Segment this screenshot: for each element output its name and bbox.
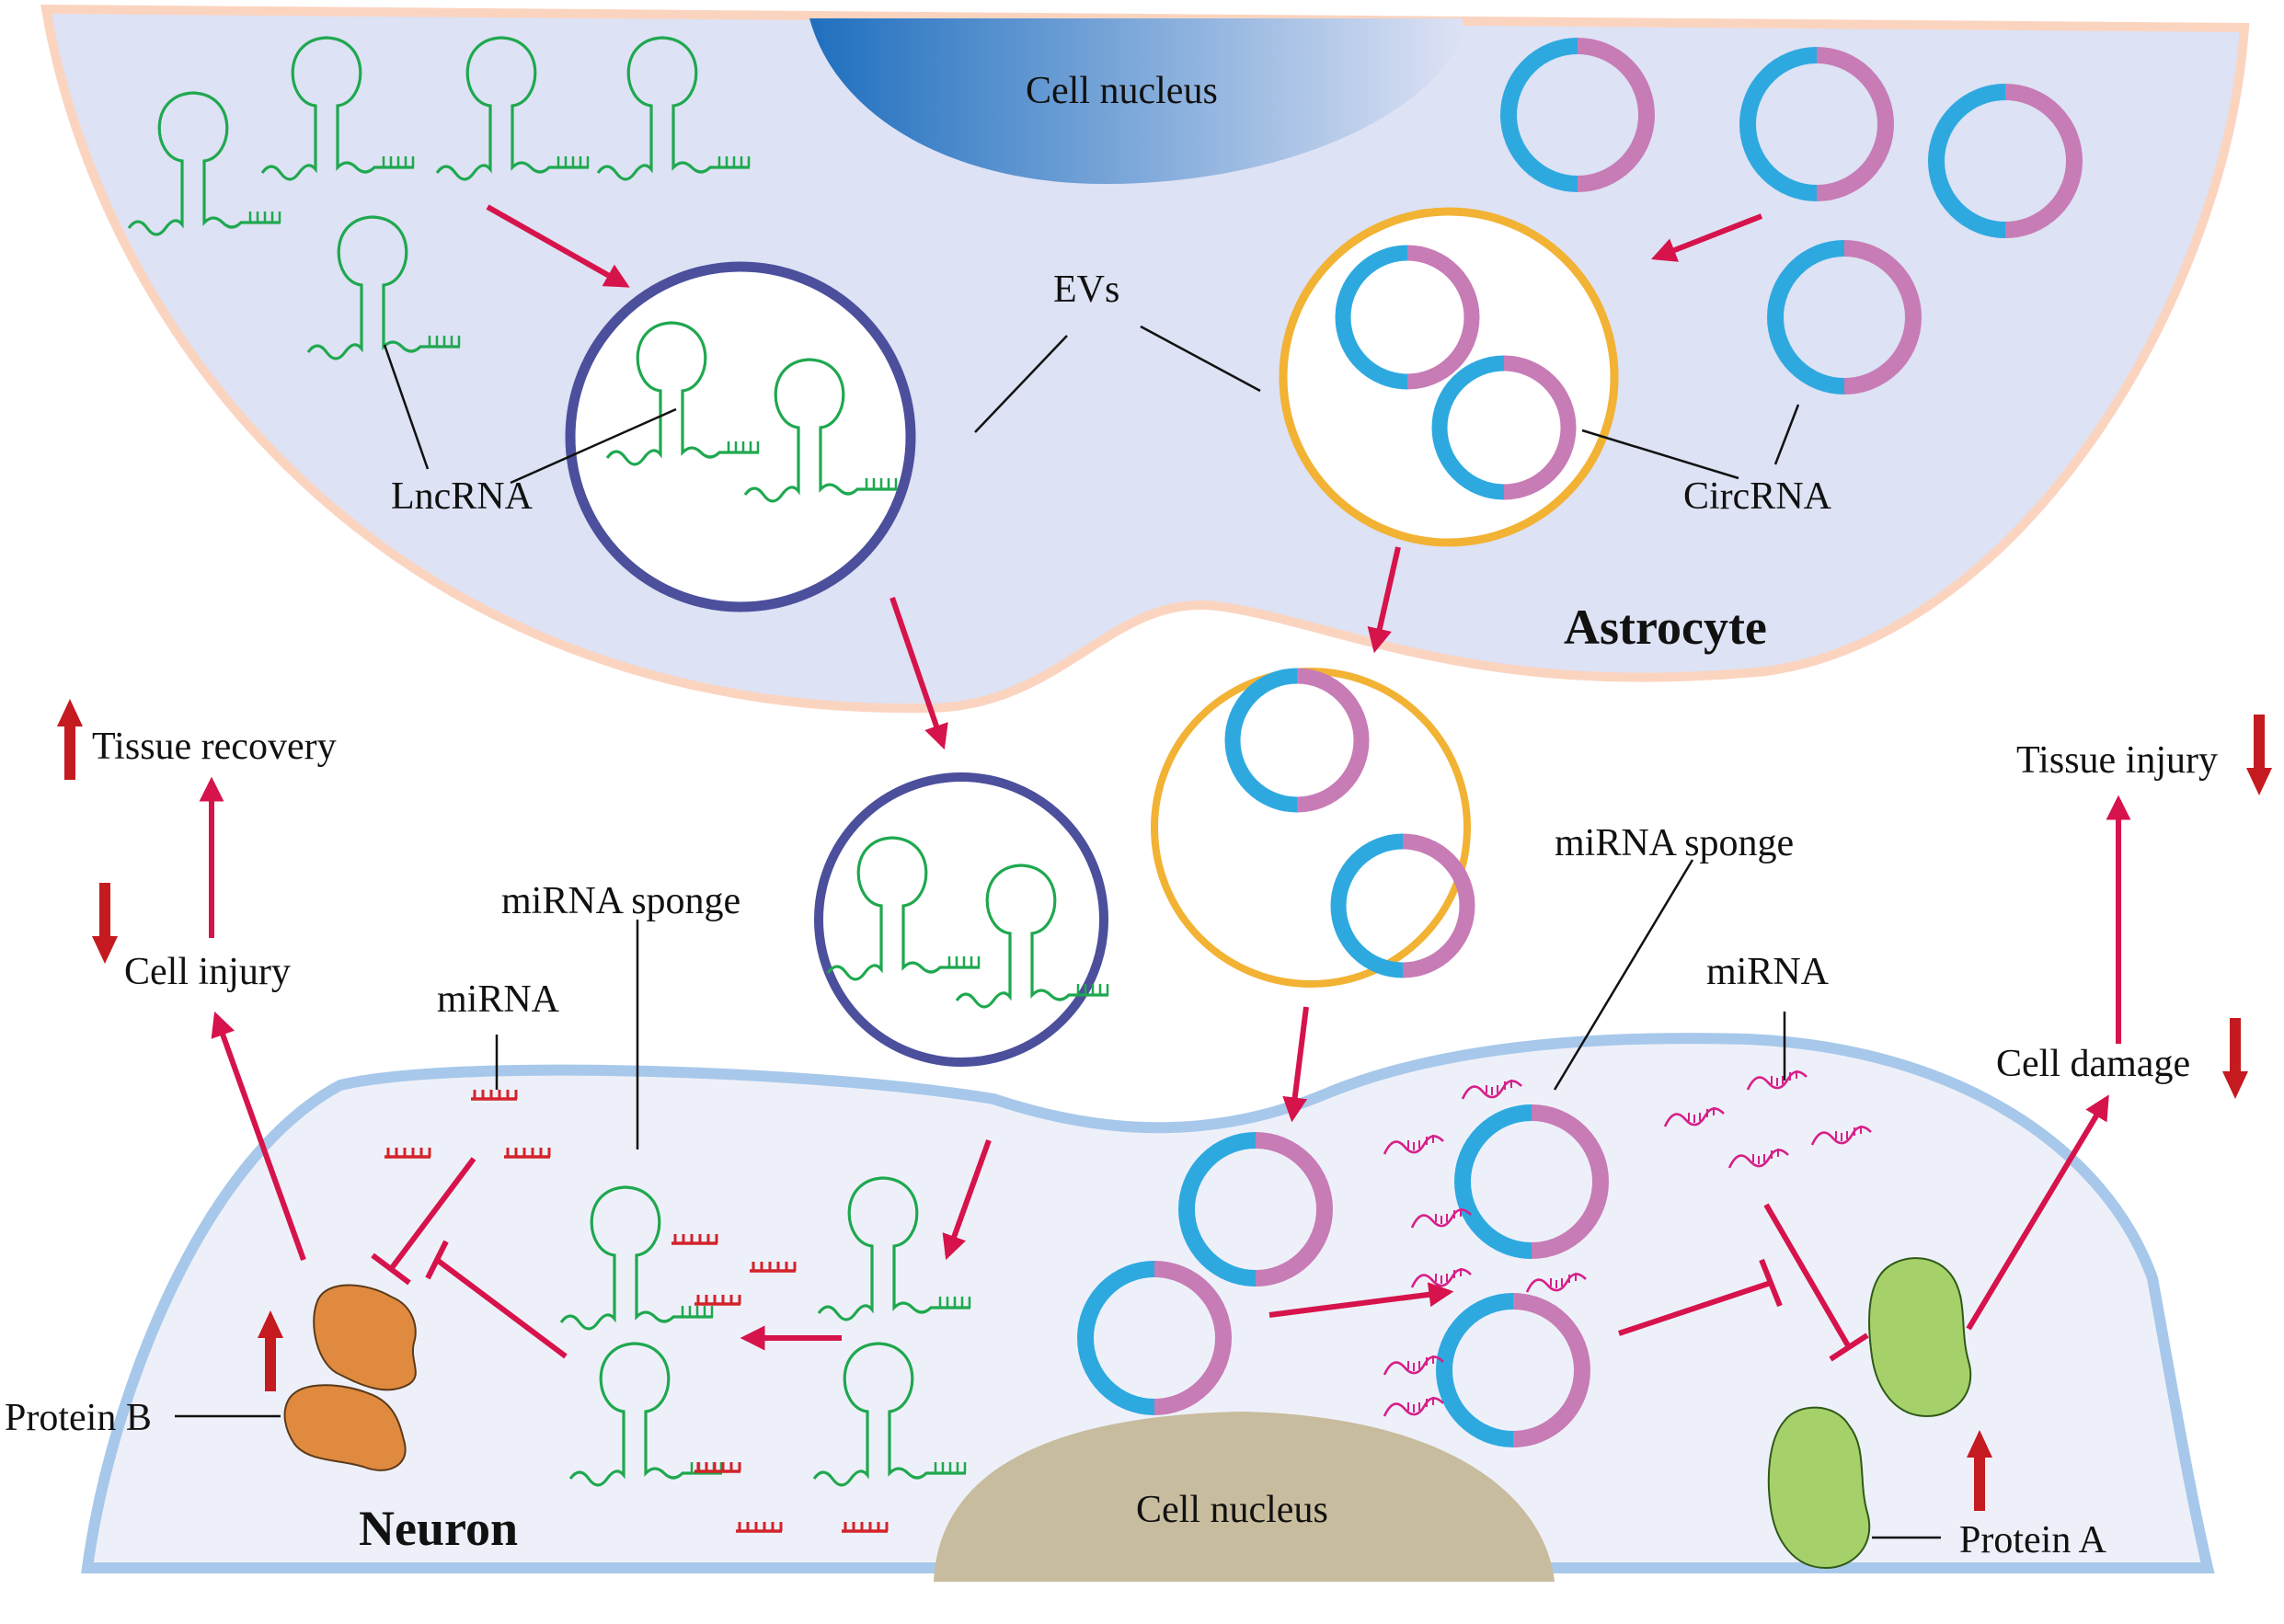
label-evs: EVs: [1053, 269, 1119, 311]
label-mirna-sponge-right: miRNA sponge: [1555, 822, 1794, 864]
label-circrna: CircRNA: [1683, 475, 1832, 518]
astrocyte-ev-circrna: [1279, 207, 1619, 547]
label-protein-a: Protein A: [1959, 1519, 2107, 1561]
label-protein-b: Protein B: [5, 1397, 152, 1439]
label-neuron-nucleus: Cell nucleus: [1136, 1489, 1328, 1531]
astrocyte-nucleus: [809, 18, 1463, 184]
label-astrocyte-nucleus: Cell nucleus: [1026, 70, 1218, 112]
neuron-cell: [81, 1033, 2215, 1573]
protein-b-shapes: [283, 1284, 417, 1471]
astrocyte-ev-lncrna: [565, 261, 916, 612]
leader-lines: [175, 325, 1941, 1539]
astrocyte-circrna-group: [1500, 38, 2083, 395]
label-astrocyte: Astrocyte: [1564, 600, 1767, 655]
label-mirna-sponge-left: miRNA sponge: [501, 880, 740, 922]
inhibition-arrows: [371, 1157, 1869, 1362]
label-tissue-recovery: Tissue recovery: [92, 726, 337, 768]
neuron-circrna-group: [1077, 1104, 1609, 1447]
neuron-nucleus: [934, 1412, 1555, 1582]
label-cell-damage: Cell damage: [1996, 1043, 2190, 1085]
label-tissue-injury: Tissue injury: [2016, 739, 2218, 782]
flow-arrows: [199, 204, 2131, 1351]
label-neuron: Neuron: [359, 1501, 518, 1556]
label-mirna-left: miRNA: [437, 978, 560, 1021]
label-mirna-right: miRNA: [1706, 951, 1830, 993]
trend-arrows: [57, 699, 2272, 1511]
protein-a-shapes: [1767, 1257, 1972, 1570]
transit-ev-circrna: [1151, 668, 1475, 988]
transit-ev-lncrna: [814, 772, 1110, 1067]
label-cell-injury: Cell injury: [124, 951, 291, 993]
label-lncrna: LncRNA: [391, 475, 534, 518]
